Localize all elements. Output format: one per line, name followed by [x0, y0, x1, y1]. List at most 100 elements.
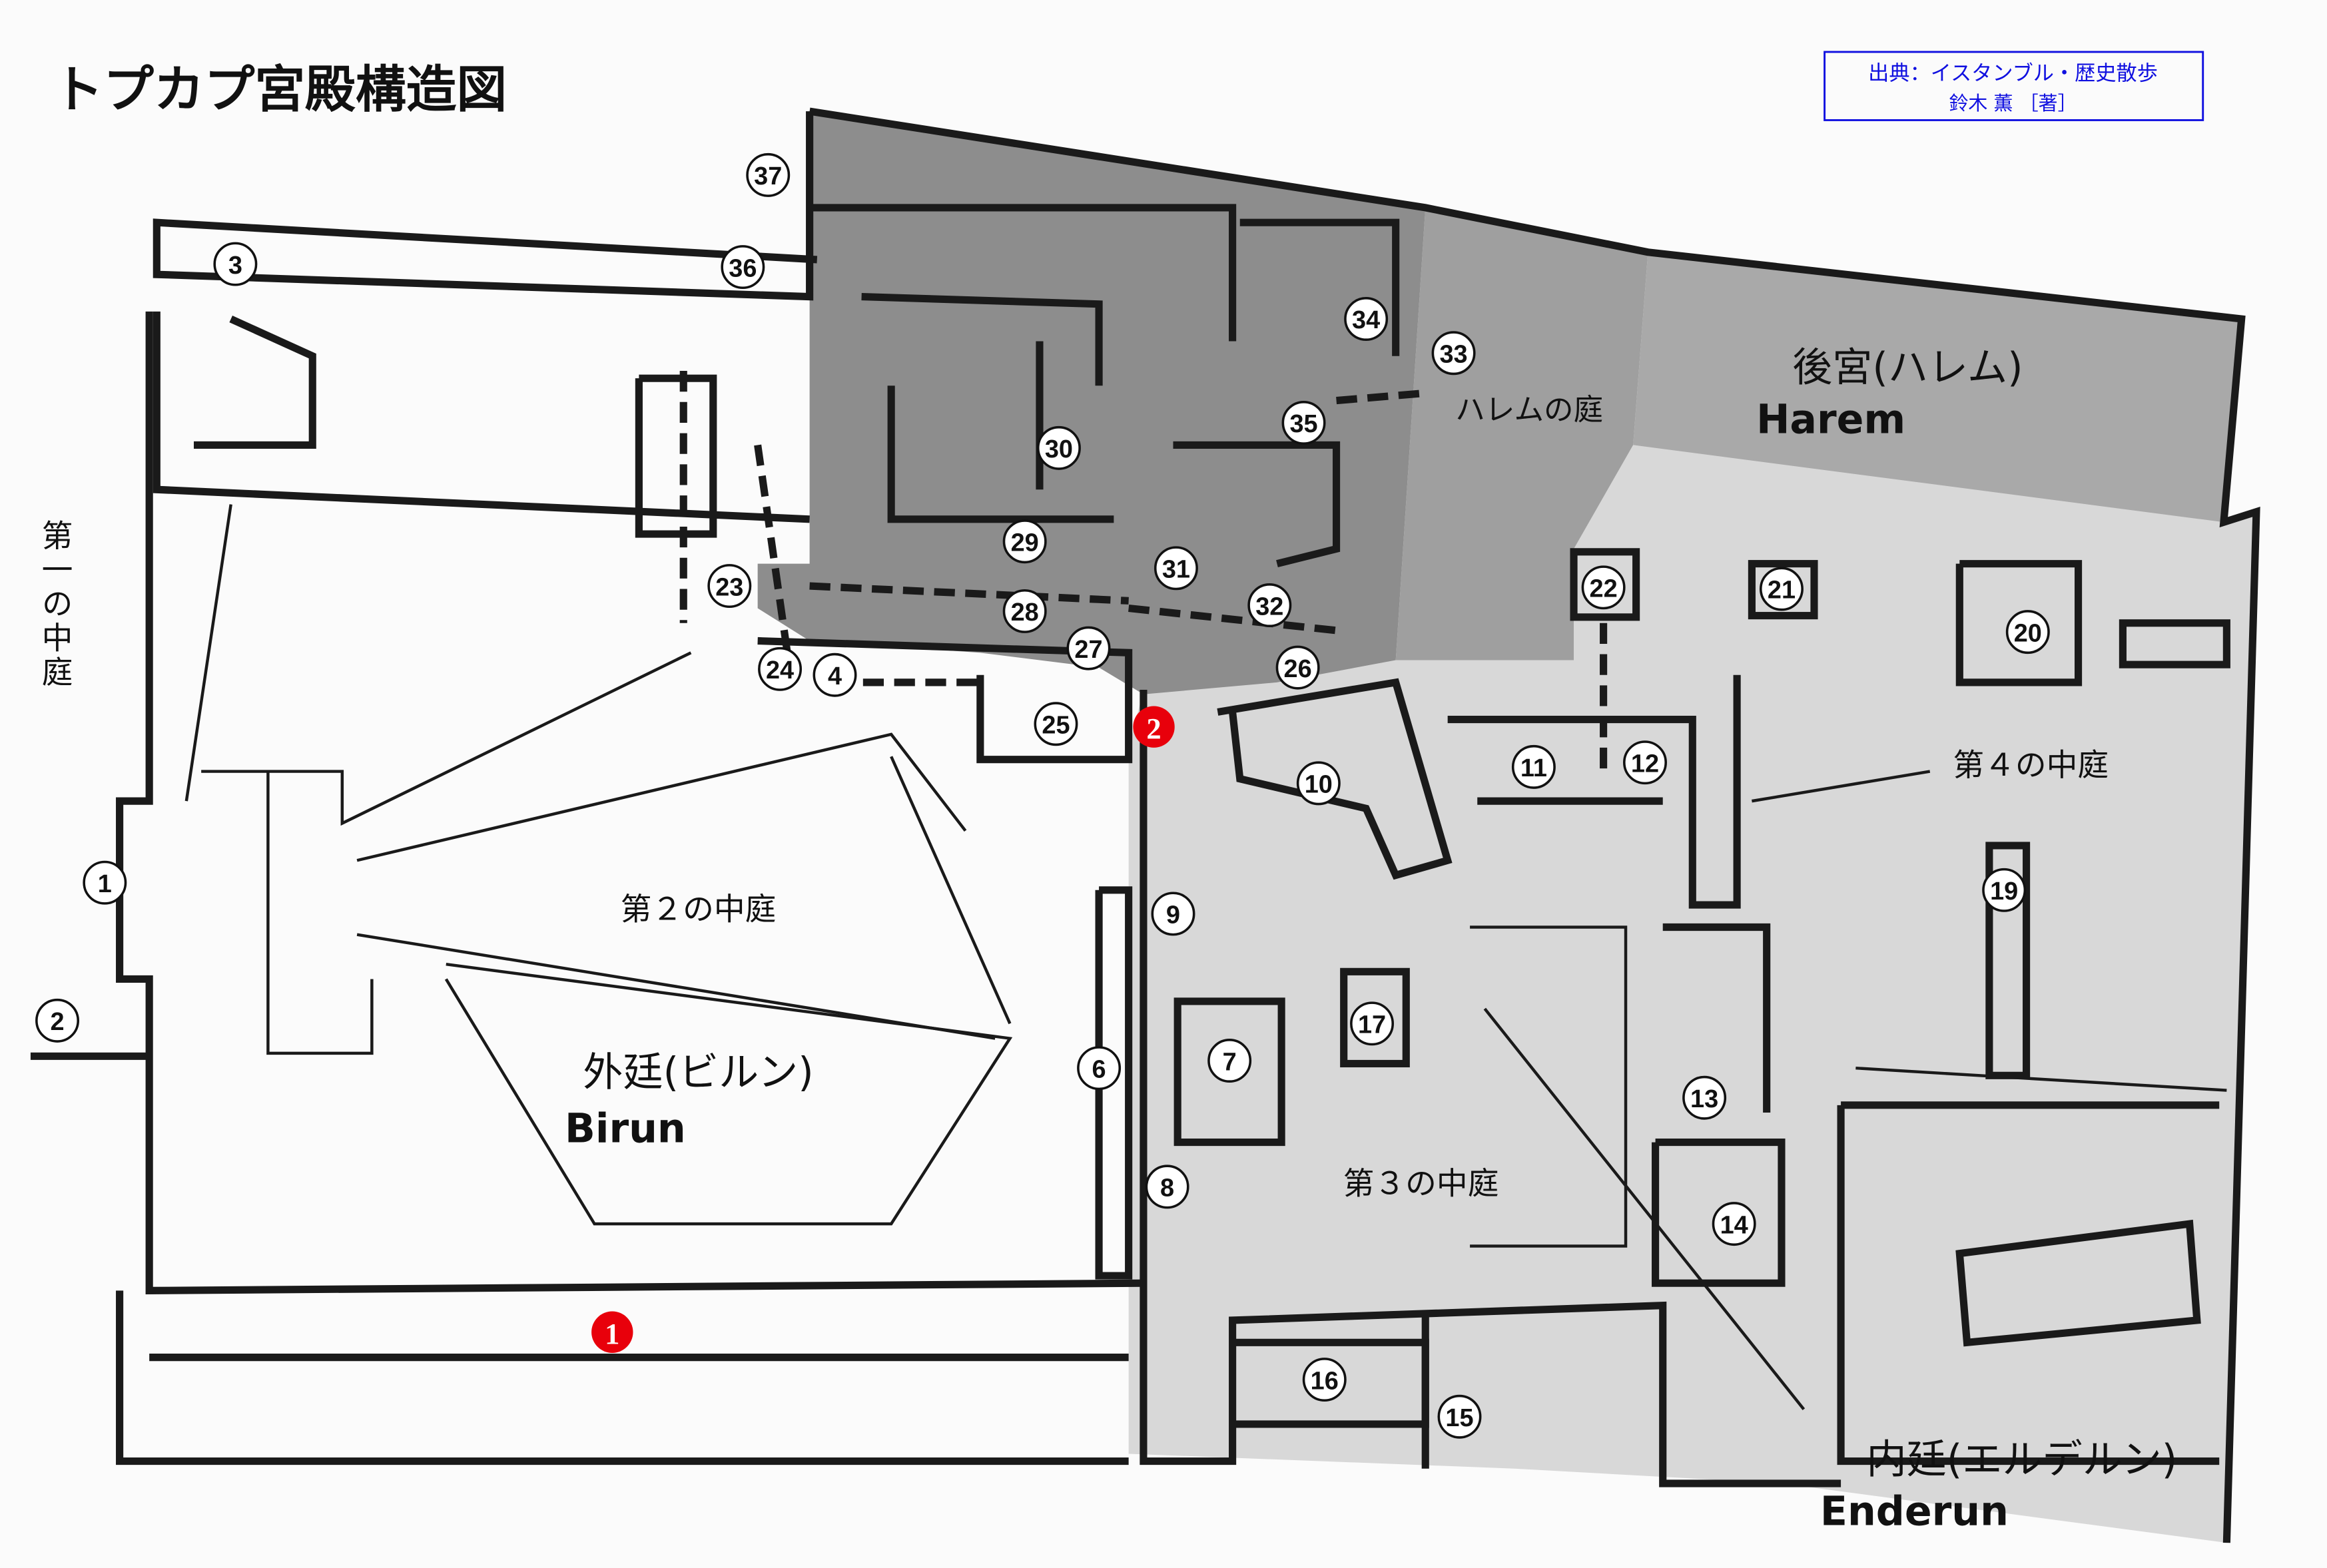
site-marker-22: 22 [1581, 565, 1626, 610]
site-marker-30: 30 [1036, 425, 1081, 470]
walls [30, 107, 2260, 1543]
label-birun-en: Birun [565, 1106, 686, 1153]
site-marker-number: 2 [50, 1008, 64, 1036]
site-marker-number: 19 [1990, 878, 2018, 906]
site-marker-number: 9 [1166, 902, 1180, 929]
site-marker-11: 11 [1511, 744, 1556, 789]
site-marker-31: 31 [1154, 546, 1198, 591]
site-marker-circle [1077, 1046, 1122, 1091]
site-marker-circle [1350, 1001, 1395, 1046]
site-marker-circle [1511, 744, 1556, 789]
site-marker-circle [1581, 565, 1626, 610]
site-marker-1: 1 [83, 860, 127, 905]
site-marker-circle [1344, 297, 1389, 341]
source-citation: 出典：イスタンブル・歴史散歩 鈴木 薫 ［著］ [1824, 51, 2204, 121]
site-marker-number: 28 [1011, 599, 1039, 627]
site-marker-circle [1623, 740, 1667, 785]
site-marker-6: 6 [1077, 1046, 1122, 1091]
label-birun-jp: 外廷(ビルン) [583, 1049, 813, 1096]
site-marker-number: 35 [1289, 410, 1317, 438]
site-marker-33: 33 [1431, 331, 1476, 376]
red-marker-2: 2 [1133, 706, 1175, 748]
red-marker-number: 2 [1146, 712, 1161, 745]
site-marker-number: 29 [1011, 529, 1039, 557]
site-marker-circle [707, 564, 752, 609]
site-marker-number: 21 [1768, 577, 1796, 605]
site-marker-number: 26 [1284, 655, 1312, 683]
red-marker-1: 1 [591, 1311, 633, 1353]
site-marker-number: 16 [1311, 1367, 1339, 1395]
label-first-courtyard: 第一の中庭 [37, 519, 73, 690]
site-marker-number: 25 [1042, 711, 1070, 739]
site-marker-circle [1002, 519, 1047, 564]
site-marker-8: 8 [1145, 1165, 1189, 1209]
site-marker-circle [813, 653, 857, 697]
label-enderun-jp: 内廷(エルデルン) [1867, 1436, 2178, 1483]
site-marker-circle [1982, 868, 2027, 912]
site-marker-4: 4 [813, 653, 857, 697]
site-marker-number: 36 [729, 254, 757, 282]
site-marker-13: 13 [1682, 1075, 1727, 1120]
site-marker-circle [1247, 583, 1292, 628]
site-marker-21: 21 [1759, 567, 1804, 611]
site-marker-circle [213, 242, 258, 286]
site-marker-circle [721, 245, 765, 290]
site-marker-number: 4 [828, 662, 842, 690]
harem-area [1633, 252, 2242, 523]
site-marker-7: 7 [1207, 1039, 1252, 1083]
red-marker-circle [591, 1311, 633, 1353]
label-fourth-courtyard: 第４の中庭 [1953, 748, 2109, 784]
site-marker-14: 14 [1712, 1202, 1756, 1246]
source-line-2: 鈴木 薫 ［著］ [1949, 92, 2077, 115]
site-marker-25: 25 [1034, 702, 1078, 746]
site-marker-number: 37 [754, 162, 782, 190]
site-marker-number: 13 [1690, 1085, 1718, 1113]
site-marker-number: 32 [1255, 593, 1283, 621]
site-marker-circle [35, 998, 79, 1043]
site-marker-9: 9 [1151, 892, 1195, 936]
site-marker-circle [1151, 892, 1195, 936]
label-enderun-en: Enderun [1820, 1488, 2009, 1535]
harem-rooms-area [757, 111, 1426, 694]
site-marker-number: 14 [1720, 1211, 1748, 1239]
site-marker-circle [1154, 546, 1198, 591]
site-marker-number: 33 [1440, 340, 1468, 368]
site-marker-circle [1682, 1075, 1727, 1120]
red-marker-number: 1 [605, 1317, 619, 1350]
site-marker-circle [758, 647, 803, 691]
site-marker-number: 24 [766, 656, 794, 684]
site-marker-15: 15 [1437, 1394, 1482, 1439]
site-marker-28: 28 [1002, 589, 1047, 633]
site-marker-number: 15 [1445, 1404, 1473, 1432]
site-marker-number: 1 [98, 870, 112, 898]
site-marker-circle [1431, 331, 1476, 376]
site-marker-20: 20 [2005, 610, 2050, 654]
site-marker-34: 34 [1344, 297, 1389, 341]
site-marker-number: 7 [1223, 1048, 1237, 1076]
site-marker-23: 23 [707, 564, 752, 609]
site-marker-37: 37 [746, 152, 791, 197]
site-marker-number: 30 [1045, 435, 1073, 463]
site-marker-circle [1296, 761, 1341, 806]
site-marker-number: 23 [715, 573, 743, 601]
site-marker-36: 36 [721, 245, 765, 290]
label-third-courtyard: 第３の中庭 [1343, 1167, 1499, 1202]
site-marker-circle [746, 152, 791, 197]
site-marker-3: 3 [213, 242, 258, 286]
site-marker-12: 12 [1623, 740, 1667, 785]
harem-garden-area [1395, 207, 1648, 660]
site-marker-number: 11 [1520, 754, 1547, 782]
site-marker-circle [1145, 1165, 1189, 1209]
site-marker-number: 17 [1358, 1011, 1386, 1039]
site-marker-17: 17 [1350, 1001, 1395, 1046]
map-title: トプカプ宮殿構造図 [53, 60, 507, 119]
site-marker-circle [1302, 1358, 1347, 1402]
site-marker-number: 10 [1305, 771, 1333, 799]
site-marker-2: 2 [35, 998, 79, 1043]
site-marker-number: 27 [1074, 636, 1102, 664]
inner-court-area [1128, 445, 2256, 1543]
source-line-1: 出典：イスタンブル・歴史散歩 [1868, 61, 2158, 85]
site-marker-29: 29 [1002, 519, 1047, 564]
site-marker-32: 32 [1247, 583, 1292, 628]
